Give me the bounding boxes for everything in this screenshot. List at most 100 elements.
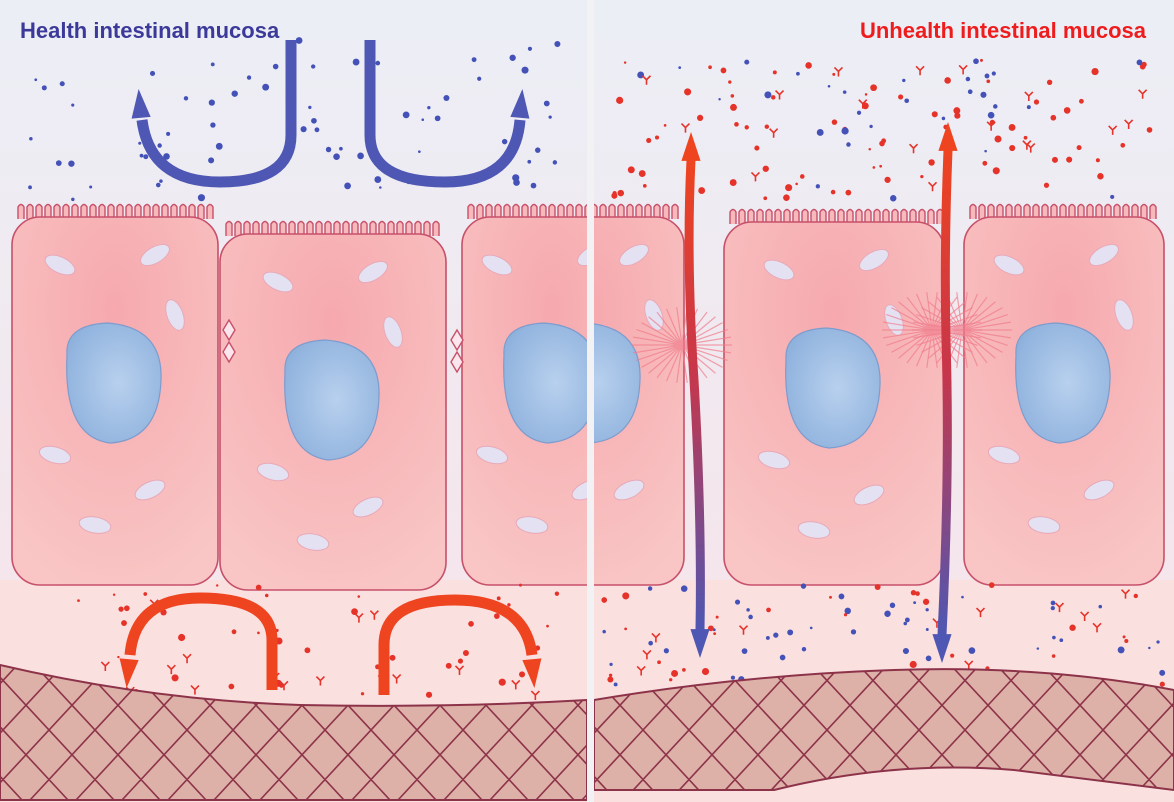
nutrient-particle xyxy=(773,632,778,637)
nutrient-particle xyxy=(374,176,381,183)
antigen-particle xyxy=(716,616,719,619)
antigen-particle xyxy=(763,166,769,172)
antigen-particle xyxy=(121,620,127,626)
nutrient-particle xyxy=(311,118,317,124)
antigen-particle xyxy=(624,61,626,63)
antigen-particle xyxy=(805,62,812,69)
antigen-particle xyxy=(875,584,881,590)
nutrient-particle xyxy=(926,656,932,662)
antigen-particle xyxy=(1009,145,1015,151)
nutrient-particle xyxy=(308,106,311,109)
nutrient-particle xyxy=(315,127,320,132)
antigen-particle xyxy=(684,88,691,95)
nutrient-particle xyxy=(553,160,557,164)
epithelial-cell xyxy=(462,205,587,586)
nutrient-particle xyxy=(913,601,916,604)
nutrient-particle xyxy=(926,628,929,631)
nutrient-particle xyxy=(527,160,531,164)
antigen-particle xyxy=(265,594,269,598)
nutrient-particle xyxy=(746,608,750,612)
antigen-particle xyxy=(555,591,559,595)
antigen-particle xyxy=(995,136,1002,143)
antigen-particle xyxy=(771,95,775,99)
antigen-particle xyxy=(546,625,549,628)
nutrient-particle xyxy=(210,122,215,127)
antigen-particle xyxy=(950,654,954,658)
nutrient-particle xyxy=(421,118,424,121)
antigen-particle xyxy=(143,592,147,596)
nutrient-particle xyxy=(1037,647,1039,649)
antigen-particle xyxy=(730,179,737,186)
nutrient-particle xyxy=(984,150,987,153)
nutrient-particle xyxy=(857,111,861,115)
nutrient-particle xyxy=(926,608,929,611)
antigen-particle xyxy=(1050,115,1056,121)
nutrient-particle xyxy=(744,60,749,65)
antigen-particle xyxy=(989,582,995,588)
nutrient-particle xyxy=(1052,636,1056,640)
bidirectional-arrow-icon xyxy=(942,150,948,635)
antigen-particle xyxy=(1052,157,1058,163)
antigen-particle xyxy=(832,73,835,76)
antigen-particle xyxy=(463,650,469,656)
nutrient-particle xyxy=(890,195,896,201)
antigen-particle xyxy=(702,668,709,675)
antigen-particle xyxy=(986,79,990,83)
antigen-particle xyxy=(232,629,237,634)
nutrient-particle xyxy=(614,683,618,687)
nucleus xyxy=(1016,323,1110,443)
antigen-particle xyxy=(763,196,767,200)
nutrient-particle xyxy=(1110,195,1114,199)
nutrient-particle xyxy=(232,90,238,96)
antigen-particle xyxy=(884,177,890,183)
nutrient-particle xyxy=(796,72,800,76)
antigen-particle xyxy=(944,77,951,84)
nutrient-particle xyxy=(905,618,910,623)
antigen-particle xyxy=(1009,124,1016,131)
nutrient-particle xyxy=(1051,606,1055,610)
healthy-mucosa-panel: Health intestinal mucosa xyxy=(0,0,587,802)
antigen-particle xyxy=(993,167,1000,174)
antigen-particle xyxy=(1147,127,1153,133)
nucleus xyxy=(67,323,161,443)
antigen-particle xyxy=(1044,183,1049,188)
nutrient-particle xyxy=(502,139,507,144)
antigen-particle xyxy=(628,166,635,173)
nutrient-particle xyxy=(157,143,161,147)
nutrient-particle xyxy=(609,663,612,666)
nutrient-particle xyxy=(735,599,740,604)
antigen-particle xyxy=(655,135,659,139)
antigen-particle xyxy=(178,634,185,641)
antigen-particle xyxy=(256,585,262,591)
nutrient-particle xyxy=(742,648,748,654)
nutrient-particle xyxy=(216,143,223,150)
nutrient-particle xyxy=(273,64,279,70)
nutrient-particle xyxy=(648,586,652,590)
unhealthy-mucosa-illustration xyxy=(594,0,1174,802)
nutrient-particle xyxy=(1148,647,1150,649)
antigen-particle xyxy=(881,138,886,143)
nutrient-particle xyxy=(681,585,688,592)
antigen-particle xyxy=(980,59,983,62)
nutrient-particle xyxy=(718,98,720,100)
antigen-particle xyxy=(754,146,759,151)
nutrient-particle xyxy=(311,64,315,68)
nutrient-particle xyxy=(535,147,540,152)
nutrient-particle xyxy=(851,629,856,634)
antigen-particle xyxy=(1091,68,1098,75)
antigen-particle xyxy=(499,679,506,686)
nutrient-particle xyxy=(427,106,430,109)
nutrient-particle xyxy=(942,117,946,121)
nutrient-particle xyxy=(1156,640,1159,643)
antigen-particle xyxy=(730,104,737,111)
nutrient-particle xyxy=(211,62,215,66)
nutrient-particle xyxy=(509,55,515,61)
epithelial-cell xyxy=(964,205,1164,586)
antigen-particle xyxy=(613,191,617,195)
antigen-particle xyxy=(117,656,119,658)
antigen-particle xyxy=(497,596,501,600)
nutrient-particle xyxy=(247,75,251,79)
nutrient-particle xyxy=(477,77,481,81)
unhealthy-mucosa-panel: Unhealth intestinal mucosa xyxy=(594,0,1174,802)
nutrient-particle xyxy=(973,58,979,64)
